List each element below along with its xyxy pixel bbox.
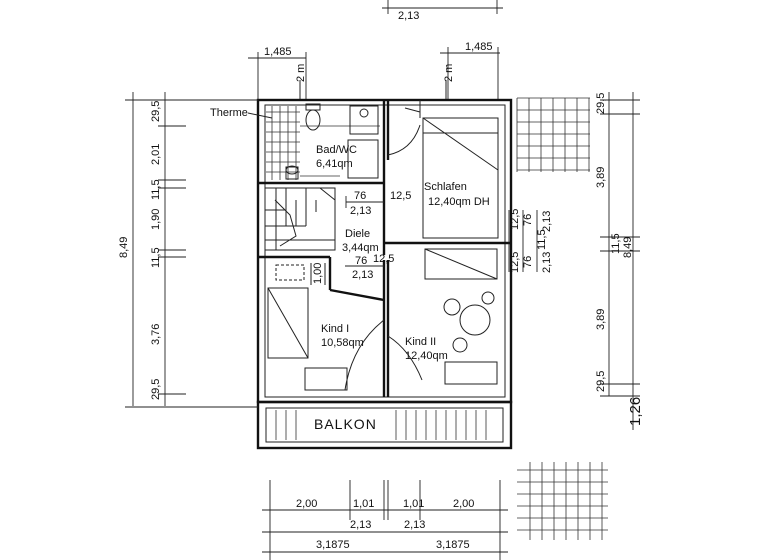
bathroom-fixtures [285, 103, 379, 180]
therme-annotation: Therme [210, 107, 273, 119]
vdim-76-a: 76 [522, 214, 534, 226]
room-name-kind2: Kind II [405, 336, 436, 348]
vdim-125-a: 12,5 [509, 209, 521, 230]
right-dim-2: 3,89 [595, 167, 607, 188]
dim-76-mid: 76 [355, 255, 367, 267]
room-area-kind1: 10,58qm [321, 337, 364, 349]
dim-125-top: 12,5 [390, 190, 411, 202]
terrace-grid-upper [516, 97, 590, 172]
left-dim-2: 2,01 [150, 144, 162, 165]
furniture-kind1 [267, 264, 385, 391]
chimney-mark-right: 2 m [443, 64, 455, 82]
right-dim-1: 29,5 [595, 93, 607, 114]
dim-1485-left: 1,485 [264, 46, 292, 58]
room-name-diele: Diele [345, 228, 370, 240]
left-dim-3: 11,5 [150, 179, 162, 200]
left-dimension-chain: 8,49 29,5 2,01 11,5 1,90 11,5 3,76 29,5 [118, 92, 258, 408]
vdim-213-b: 2,13 [541, 252, 553, 273]
room-area-kind2: 12,40qm [405, 350, 448, 362]
room-name-bad: Bad/WC [316, 144, 357, 156]
bottom-dim-1: 2,00 [296, 498, 317, 510]
vdim-213-a: 2,13 [541, 211, 553, 232]
dim-76-top: 76 [354, 190, 366, 202]
upper-dimensions: 1,485 1,485 2 m 2 m [248, 41, 500, 100]
bathroom-tiles [266, 106, 380, 180]
balcony-depth: 1,26 [627, 397, 644, 426]
balcony: BALKON [256, 400, 513, 450]
room-area-bad: 6,41qm [316, 158, 353, 170]
right-dimension-chain: 29,5 3,89 11,5 3,89 29,5 8,49 1,26 [595, 92, 644, 430]
bottom-dim-4: 2,00 [453, 498, 474, 510]
vertical-mid-dimensions: 12,5 76 2,13 12,5 76 2,13 11,5 [508, 209, 553, 273]
bottom-dim-5: 2,13 [350, 519, 371, 531]
vdim-76-b: 76 [522, 256, 534, 268]
right-dim-5: 29,5 [595, 371, 607, 392]
bottom-dim-2: 1,01 [353, 498, 374, 510]
interior-walls [258, 100, 511, 397]
room-area-diele: 3,44qm [342, 242, 379, 254]
dim-125-mid: 12,5 [373, 253, 394, 265]
furniture-kind2 [387, 248, 498, 385]
top-dimension: 2,13 [382, 0, 503, 22]
bottom-dim-8: 3,1875 [436, 539, 470, 551]
bottom-dim-3: 1,01 [403, 498, 424, 510]
left-dim-6: 3,76 [150, 324, 162, 345]
room-labels: Bad/WC 6,41qm Schlafen 12,40qm DH Diele … [316, 144, 490, 362]
room-name-kind1: Kind I [321, 323, 349, 335]
balcony-label: BALKON [314, 416, 377, 432]
right-total: 8,49 [622, 237, 634, 258]
bottom-dimension-chain: 2,00 1,01 1,01 2,00 2,13 2,13 3,1875 3,1… [262, 480, 508, 560]
top-dim-label: 2,13 [398, 10, 419, 22]
bottom-dim-6: 2,13 [404, 519, 425, 531]
room-name-schlafen: Schlafen [424, 181, 467, 193]
left-total: 8,49 [118, 237, 130, 258]
right-dim-4: 3,89 [595, 309, 607, 330]
dim-1485-right: 1,485 [465, 41, 493, 53]
dim-213-top: 2,13 [350, 205, 371, 217]
chimney-mark-left: 2 m [295, 64, 307, 82]
therme-label: Therme [210, 107, 248, 119]
left-dim-1: 29,5 [150, 101, 162, 122]
left-dim-5: 11,5 [150, 247, 162, 268]
room-area-schlafen: 12,40qm DH [428, 196, 490, 208]
mid-dimensions: 76 2,13 12,5 76 12,5 2,13 1,00 [310, 190, 411, 285]
staircase [264, 187, 336, 251]
bed-schlafen [387, 100, 499, 239]
left-dim-7: 29,5 [150, 379, 162, 400]
vdim-125-b: 12,5 [509, 252, 521, 273]
vdim-115: 11,5 [536, 229, 548, 250]
right-dim-3: 11,5 [610, 233, 622, 254]
terrace-grid-lower [517, 462, 608, 540]
bottom-dim-7: 3,1875 [316, 539, 350, 551]
left-dim-4: 1,90 [150, 209, 162, 230]
dim-213-mid: 2,13 [352, 269, 373, 281]
dim-100-kind1: 1,00 [312, 263, 324, 284]
